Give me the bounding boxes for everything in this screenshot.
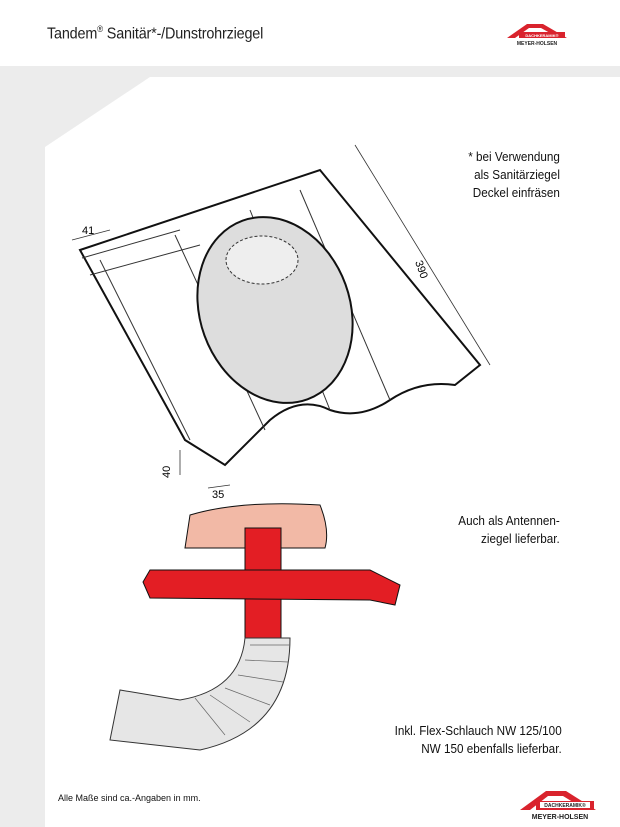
svg-text:DACHKERAMIK®: DACHKERAMIK® (544, 802, 586, 809)
footer-note: Alle Maße sind ca.-Angaben in mm. (58, 793, 201, 803)
svg-text:35: 35 (212, 489, 224, 501)
antenna-note: Auch als Antennen-ziegel lieferbar. (458, 513, 560, 546)
page-title: Tandem® Sanitär*-/Dunstrohrziegel (47, 24, 264, 43)
svg-text:MEYER-HOLSEN: MEYER-HOLSEN (517, 41, 558, 47)
brand-logo: DACHKERAMIK® MEYER-HOLSEN (507, 24, 567, 47)
svg-text:40: 40 (161, 466, 173, 478)
header: Tandem® Sanitär*-/Dunstrohrziegel DACHKE… (0, 0, 620, 66)
brand-logo-bottom: DACHKERAMIK® MEYER-HOLSEN (520, 791, 596, 821)
svg-text:DACHKERAMIK®: DACHKERAMIK® (525, 33, 558, 38)
svg-text:390: 390 (412, 259, 430, 280)
svg-text:MEYER-HOLSEN: MEYER-HOLSEN (532, 814, 588, 821)
svg-text:41: 41 (82, 225, 94, 237)
